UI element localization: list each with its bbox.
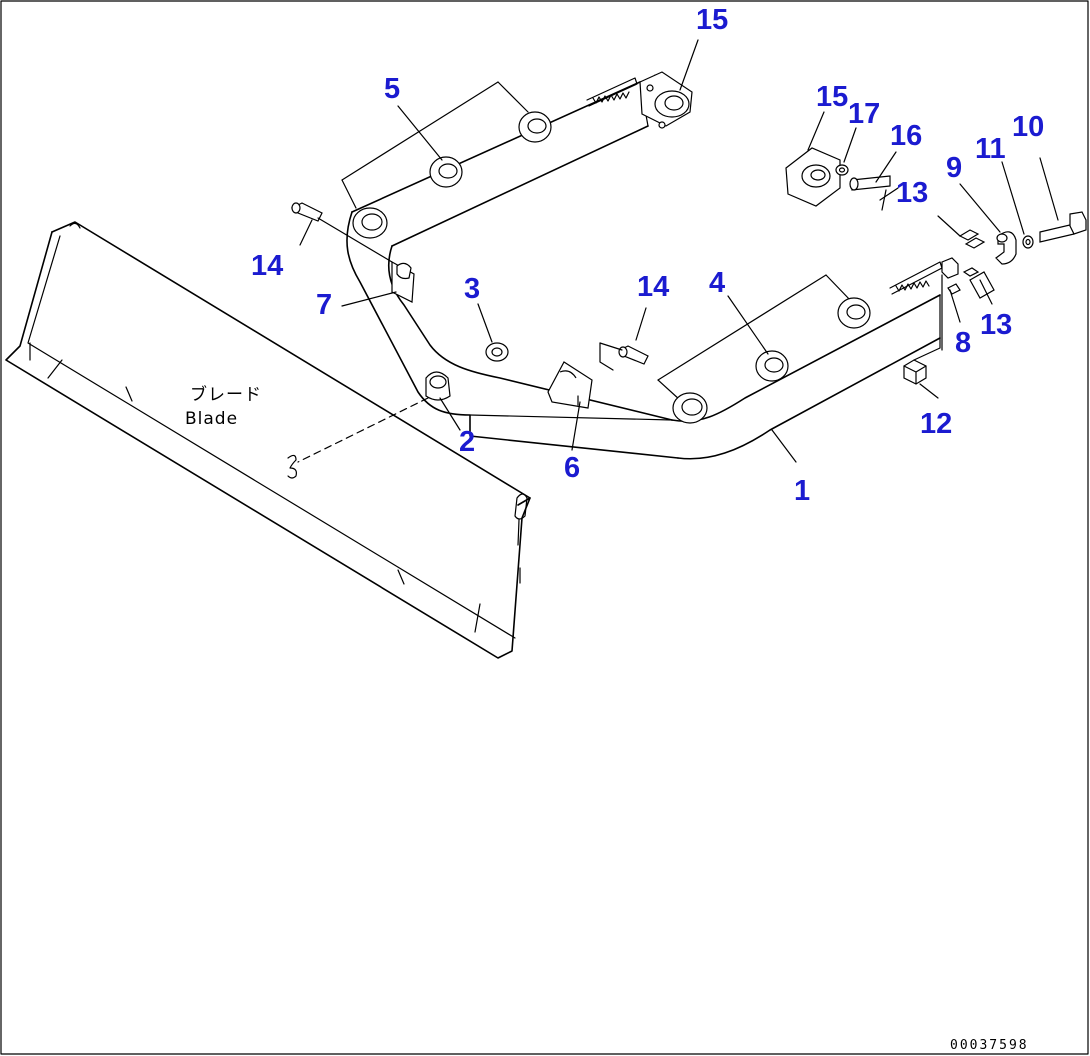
grease-fitting-lower [599, 342, 649, 371]
bushing-lower-right [837, 297, 871, 329]
blade [5, 221, 531, 659]
guard-frame [341, 74, 943, 460]
shim-plates [937, 215, 995, 299]
callout-3: 3 [464, 273, 480, 305]
blade-label-jp: ブレード [190, 384, 262, 405]
callout-1: 1 [794, 475, 810, 507]
bolt-16 [849, 175, 891, 211]
mount-bushings [352, 111, 871, 424]
callout-14-left: 14 [251, 250, 283, 282]
flange-rear [639, 71, 693, 129]
washer-17 [835, 164, 849, 176]
callouts: 15 5 14 7 3 14 4 2 6 1 15 17 16 13 9 11 … [251, 4, 1044, 507]
blade-link-dashed-line [297, 397, 429, 463]
callout-15-top: 15 [696, 4, 728, 36]
callout-5: 5 [384, 73, 400, 105]
callout-6: 6 [564, 452, 580, 484]
callout-2: 2 [459, 426, 475, 458]
bolt-10 [1039, 211, 1087, 243]
callout-16: 16 [890, 120, 922, 152]
bushing-upper-left [352, 207, 388, 239]
callout-15-right: 15 [816, 81, 848, 113]
callout-9: 9 [946, 152, 962, 184]
washer-11 [1022, 235, 1034, 249]
flange-15-exploded [785, 147, 841, 207]
callout-10: 10 [1012, 111, 1044, 143]
block-12 [903, 337, 941, 385]
bushing-upper-right [518, 111, 552, 143]
bushing-lower-left [672, 392, 708, 424]
callout-12: 12 [920, 408, 952, 440]
callout-13-lower: 13 [980, 309, 1012, 341]
callout-13-upper: 13 [896, 177, 928, 209]
callout-7: 7 [316, 289, 332, 321]
bushing-lower-mid [755, 350, 789, 382]
callout-11: 11 [975, 133, 1006, 165]
bracket-6 [547, 361, 593, 409]
callout-14-mid: 14 [637, 271, 669, 303]
washer-3 [485, 342, 509, 362]
grease-fitting-upper [290, 202, 393, 263]
callout-4: 4 [709, 267, 725, 299]
leader-lines [299, 39, 1059, 463]
clamp-9 [995, 231, 1017, 265]
bushing-upper-mid [429, 156, 463, 188]
callout-17: 17 [848, 98, 880, 130]
blade-label-en: Blade [185, 409, 238, 429]
callout-8: 8 [955, 327, 971, 359]
bracket-7 [391, 260, 415, 303]
clamp-2 [425, 371, 451, 401]
drawing-code: 00037598 [950, 1038, 1029, 1053]
pin-symbol [287, 454, 297, 479]
